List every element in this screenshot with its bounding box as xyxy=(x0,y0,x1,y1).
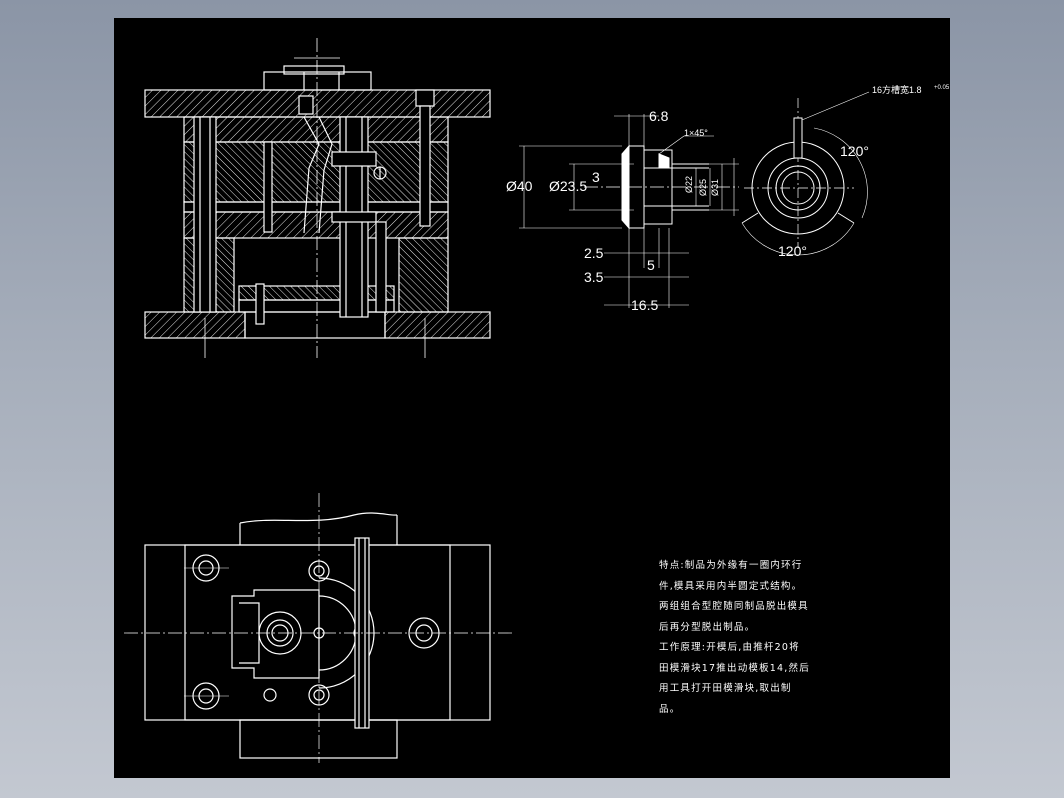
note-line: 两组组合型腔随同制品脱出模具 xyxy=(659,601,809,612)
dim-2-5: 2.5 xyxy=(584,245,604,261)
part-end-view xyxy=(741,91,870,256)
mold-plan-view xyxy=(124,493,514,763)
cad-drawing: 6.8 1×45° 3 Ø40 Ø23.5 2.5 3.5 5 16.5 Ø22… xyxy=(124,38,950,763)
angle-120-bottom: 120° xyxy=(778,243,807,259)
dim-5: 5 xyxy=(647,257,655,273)
dim-chamfer: 1×45° xyxy=(684,128,708,138)
note-line: 工作原理:开模后,由推杆20将 xyxy=(659,642,800,653)
note-line: 田模滑块17推出动模板14,然后 xyxy=(659,662,810,674)
mold-section-view xyxy=(144,38,491,358)
part-dimension-labels: 6.8 1×45° 3 Ø40 Ø23.5 2.5 3.5 5 16.5 Ø22… xyxy=(506,108,720,313)
dim-3-5: 3.5 xyxy=(584,269,604,285)
angle-120-top: 120° xyxy=(840,143,869,159)
end-view-labels: 16方槽宽1.8 +0.05 120° 120° xyxy=(778,84,950,259)
slot-tolerance: +0.05 xyxy=(934,85,950,91)
dim-dia-23-5: Ø23.5 xyxy=(549,178,587,194)
part-section-view xyxy=(519,114,739,308)
dim-dia-31: Ø31 xyxy=(710,179,720,196)
note-line: 用工具打开田模滑块,取出制 xyxy=(659,683,792,694)
technical-notes: 特点:制品为外缘有一圈内环行 件,模具采用内半圆定式结构。 两组组合型腔随同制品… xyxy=(659,556,819,720)
note-line: 后再分型脱出制品。 xyxy=(659,621,756,633)
dim-16-5: 16.5 xyxy=(631,297,658,313)
dim-dia-40: Ø40 xyxy=(506,178,533,194)
dim-dia-25: Ø25 xyxy=(698,179,708,196)
drawing-sheet: 6.8 1×45° 3 Ø40 Ø23.5 2.5 3.5 5 16.5 Ø22… xyxy=(114,18,950,778)
dim-6-8: 6.8 xyxy=(649,108,669,124)
note-line: 特点:制品为外缘有一圈内环行 xyxy=(659,560,803,571)
note-line: 件,模具采用内半圆定式结构。 xyxy=(659,580,803,592)
note-line: 品。 xyxy=(659,703,681,715)
dim-dia-22: Ø22 xyxy=(684,176,694,193)
slot-note: 16方槽宽1.8 xyxy=(872,84,922,95)
dim-3: 3 xyxy=(592,169,600,185)
